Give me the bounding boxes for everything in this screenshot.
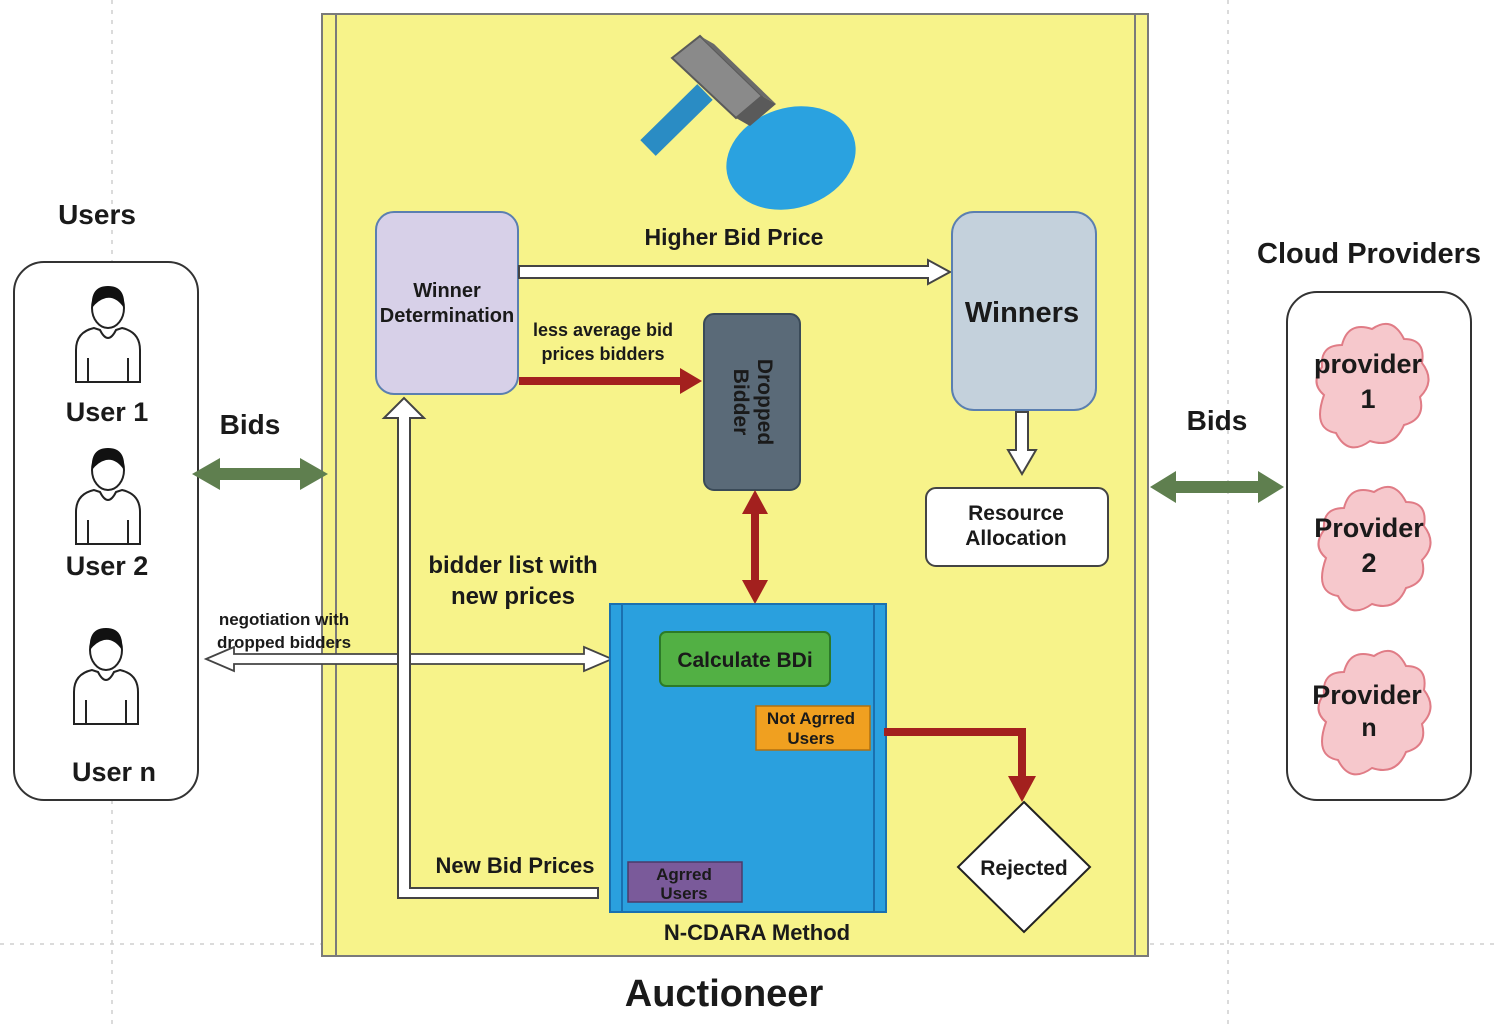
resource-allocation-line-2: Allocation (965, 527, 1067, 550)
less-average-line-1: less average bid (533, 320, 673, 340)
winner-determination-line-2: Determination (380, 305, 514, 327)
negotiation-line-2: dropped bidders (217, 633, 351, 652)
winners-to-resource-arrow (1006, 411, 1038, 476)
bidder-list-line-1: bidder list with (428, 552, 597, 579)
winners-label: Winners (965, 297, 1079, 329)
new-bid-prices-return-arrow (381, 396, 599, 899)
bidder-list-line-2: new prices (451, 583, 575, 610)
provider-1-line-2: 1 (1360, 384, 1375, 414)
dropped-bidder-box (703, 313, 801, 491)
dropped-method-double-arrow (742, 490, 768, 604)
user-2-label: User 2 (66, 551, 149, 581)
winner-determination-line-1: Winner (413, 280, 481, 302)
higher-bid-arrow (518, 258, 953, 286)
negotiation-line-1: negotiation with (219, 610, 349, 629)
user-1-label: User 1 (66, 397, 149, 427)
new-bid-prices-label: New Bid Prices (436, 853, 595, 878)
dropped-bidder-line-2: Bidder (729, 369, 752, 436)
winner-determination-box (375, 211, 519, 395)
bids-left-label: Bids (220, 409, 281, 440)
rejected-label: Rejected (980, 857, 1068, 880)
bids-left-double-arrow (192, 458, 328, 490)
not-agreed-users-box (755, 705, 871, 751)
provider-1-line-1: provider (1314, 349, 1423, 379)
provider-n-line-2: n (1361, 714, 1376, 742)
users-heading: Users (58, 199, 136, 230)
to-dropped-red-arrow (519, 368, 702, 394)
to-rejected-red-arrow (884, 728, 1036, 802)
agreed-line-1: Agrred (656, 865, 712, 884)
not-agreed-line-1: Not Agrred (767, 709, 855, 728)
provider-2-line-2: 2 (1361, 548, 1376, 578)
agreed-users-box (627, 861, 743, 903)
n-cdara-method-label: N-CDARA Method (664, 920, 850, 945)
resource-allocation-box (925, 487, 1109, 567)
winners-box (951, 211, 1097, 411)
providers-heading: Cloud Providers (1257, 238, 1481, 270)
bids-right-double-arrow (1150, 471, 1284, 503)
gavel-icon (640, 34, 856, 210)
less-average-line-2: prices bidders (541, 344, 664, 364)
rejected-diamond (956, 800, 1092, 934)
provider-1-cloud-icon (1315, 322, 1430, 449)
bids-right-label: Bids (1187, 405, 1248, 436)
dropped-bidder-line-1: Dropped (753, 359, 776, 445)
calculate-bdi-box (659, 631, 831, 687)
higher-bid-price-label: Higher Bid Price (645, 224, 824, 250)
provider-2-cloud-icon (1317, 485, 1432, 612)
user-1-person-icon (75, 286, 141, 383)
provider-n-line-1: Provider (1312, 680, 1422, 710)
not-agreed-line-2: Users (787, 729, 834, 748)
user-n-label: User n (72, 757, 156, 787)
provider-2-line-1: Provider (1314, 513, 1424, 543)
user-n-person-icon (73, 628, 139, 725)
agreed-line-2: Users (660, 884, 707, 903)
calculate-bdi-label: Calculate BDi (677, 649, 812, 672)
auctioneer-title: Auctioneer (625, 973, 824, 1015)
resource-allocation-line-1: Resource (968, 502, 1064, 525)
user-2-person-icon (75, 448, 141, 545)
provider-n-cloud-icon (1317, 649, 1432, 776)
